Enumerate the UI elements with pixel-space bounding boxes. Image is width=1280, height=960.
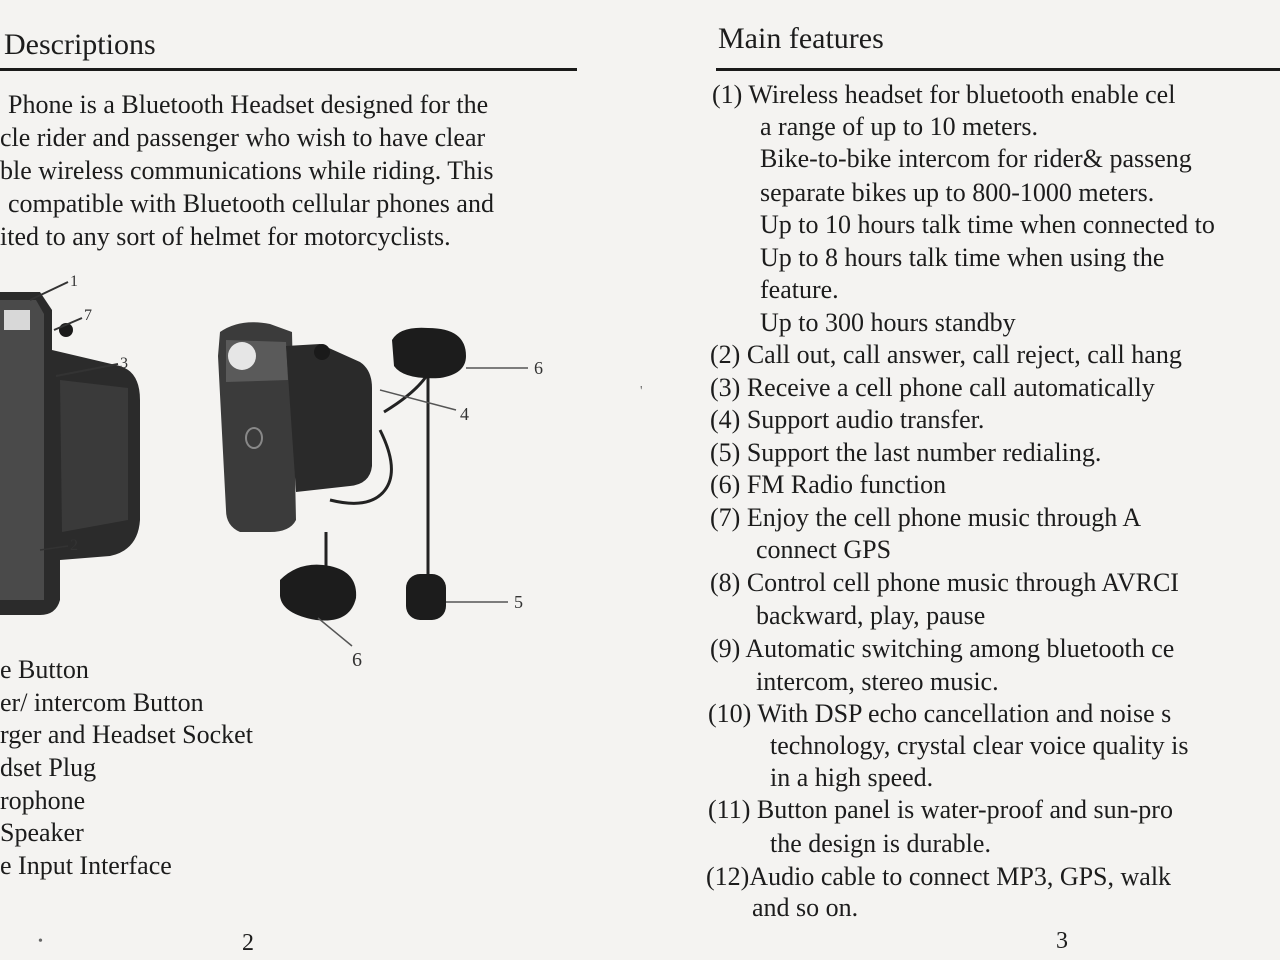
feature-line: FM Radio function [746, 470, 947, 499]
feature-line: Button panel is water-proof and sun-pro [756, 795, 1173, 824]
page-number: 3 [1056, 928, 1068, 954]
heading-rule [716, 68, 1280, 71]
feature-line: Up to 10 hours talk time when connected … [760, 210, 1215, 239]
headset-unit-side [218, 322, 372, 532]
microphone-icon [406, 574, 446, 620]
callout-1: 1 [70, 273, 78, 290]
feature-item-5: (5) Support the last number redialing. [710, 438, 1101, 468]
feature-number: (11) [708, 795, 751, 824]
feature-line: Enjoy the cell phone music through A [746, 503, 1142, 532]
feature-line: Bike-to-bike intercom for rider& passeng [760, 144, 1192, 173]
feature-line: separate bikes up to 800-1000 meters. [760, 178, 1155, 207]
callout-3: 3 [120, 355, 128, 372]
feature-item-6: (6) FM Radio function [710, 470, 946, 500]
feature-item-10: (10) With DSP echo cancellation and nois… [708, 699, 1171, 729]
feature-item-2: (2) Call out, call answer, call reject, … [710, 340, 1182, 370]
callout-6-top: 6 [534, 358, 543, 378]
part-label: dset Plug [0, 753, 97, 782]
intro-line: ited to any sort of helmet for motorcycl… [0, 222, 451, 251]
feature-line: Up to 300 hours standby [760, 308, 1016, 337]
main-features-heading: Main features [718, 22, 884, 55]
feature-item-7: (7) Enjoy the cell phone music through A [710, 503, 1141, 533]
feature-number: (12) [706, 862, 750, 891]
feature-line: intercom, stereo music. [756, 667, 999, 696]
callout-6-bottom: 6 [352, 649, 362, 670]
feature-line: the design is durable. [770, 829, 991, 858]
intro-line: Phone is a Bluetooth Headset designed fo… [8, 90, 489, 119]
feature-line: Wireless headset for bluetooth enable ce… [748, 80, 1176, 109]
speaker-earpiece-bottom [280, 564, 357, 621]
speaker-earpiece-top [392, 327, 466, 379]
feature-number: (4) [710, 405, 741, 434]
feature-number: (6) [710, 470, 741, 499]
feature-line: Up to 8 hours talk time when using the [760, 243, 1165, 272]
feature-line: a range of up to 10 meters. [760, 112, 1038, 141]
part-label: er/ intercom Button [0, 688, 204, 717]
feature-number: (10) [708, 699, 752, 728]
feature-line: Receive a cell phone call automatically [746, 373, 1155, 402]
feature-line: Audio cable to connect MP3, GPS, walk [749, 862, 1172, 891]
callout-7: 7 [84, 307, 92, 324]
intro-line: compatible with Bluetooth cellular phone… [8, 189, 494, 218]
feature-line: Support the last number redialing. [746, 438, 1102, 467]
feature-number: (7) [710, 503, 741, 532]
feature-item-11: (11) Button panel is water-proof and sun… [708, 795, 1173, 825]
feature-number: (9) [710, 634, 741, 663]
feature-item-1: (1) Wireless headset for bluetooth enabl… [712, 80, 1175, 110]
intro-line: cle rider and passenger who wish to have… [0, 123, 486, 152]
headset-diagram: 1 7 3 2 6 4 6 5 [0, 273, 543, 670]
feature-line: technology, crystal clear voice quality … [770, 731, 1189, 760]
feature-line: Control cell phone music through AVRCI [746, 568, 1179, 597]
feature-line: in a high speed. [770, 763, 934, 792]
feature-line: connect GPS [756, 535, 892, 564]
right-page: Main features (1) Wireless headset for b… [640, 0, 1280, 960]
feature-item-3: (3) Receive a cell phone call automatica… [710, 373, 1155, 403]
feature-number: (5) [710, 438, 741, 467]
callout-4: 4 [460, 404, 469, 424]
callout-5: 5 [514, 592, 523, 612]
feature-item-8: (8) Control cell phone music through AVR… [710, 568, 1179, 598]
feature-line: backward, play, pause [756, 601, 986, 630]
feature-line: Call out, call answer, call reject, call… [746, 340, 1182, 369]
page-number: 2 [242, 930, 254, 956]
feature-number: (8) [710, 568, 741, 597]
intro-line: ble wireless communications while riding… [0, 156, 494, 185]
part-label: e Input Interface [0, 851, 172, 880]
feature-item-12: (12) Audio cable to connect MP3, GPS, wa… [706, 862, 1171, 892]
part-label: rger and Headset Socket [0, 720, 253, 749]
feature-number: (2) [710, 340, 741, 369]
left-page: Descriptions Phone is a Bluetooth Headse… [0, 28, 577, 956]
descriptions-heading: Descriptions [4, 28, 156, 61]
feature-number: (3) [710, 373, 741, 402]
feature-line: With DSP echo cancellation and noise s [757, 699, 1172, 728]
part-label: Speaker [0, 818, 84, 847]
feature-item-4: (4) Support audio transfer. [710, 405, 984, 435]
feature-number: (1) [712, 80, 743, 109]
feature-line: Support audio transfer. [746, 405, 985, 434]
headset-unit-front [0, 292, 140, 615]
feature-item-9: (9) Automatic switching among bluetooth … [710, 634, 1174, 664]
feature-line: Automatic switching among bluetooth ce [745, 634, 1175, 663]
callout-2: 2 [70, 537, 78, 554]
feature-line: and so on. [752, 893, 859, 922]
part-label: e Button [0, 655, 89, 684]
feature-line: feature. [760, 275, 839, 304]
part-label: rophone [0, 786, 86, 815]
heading-rule [0, 68, 577, 71]
